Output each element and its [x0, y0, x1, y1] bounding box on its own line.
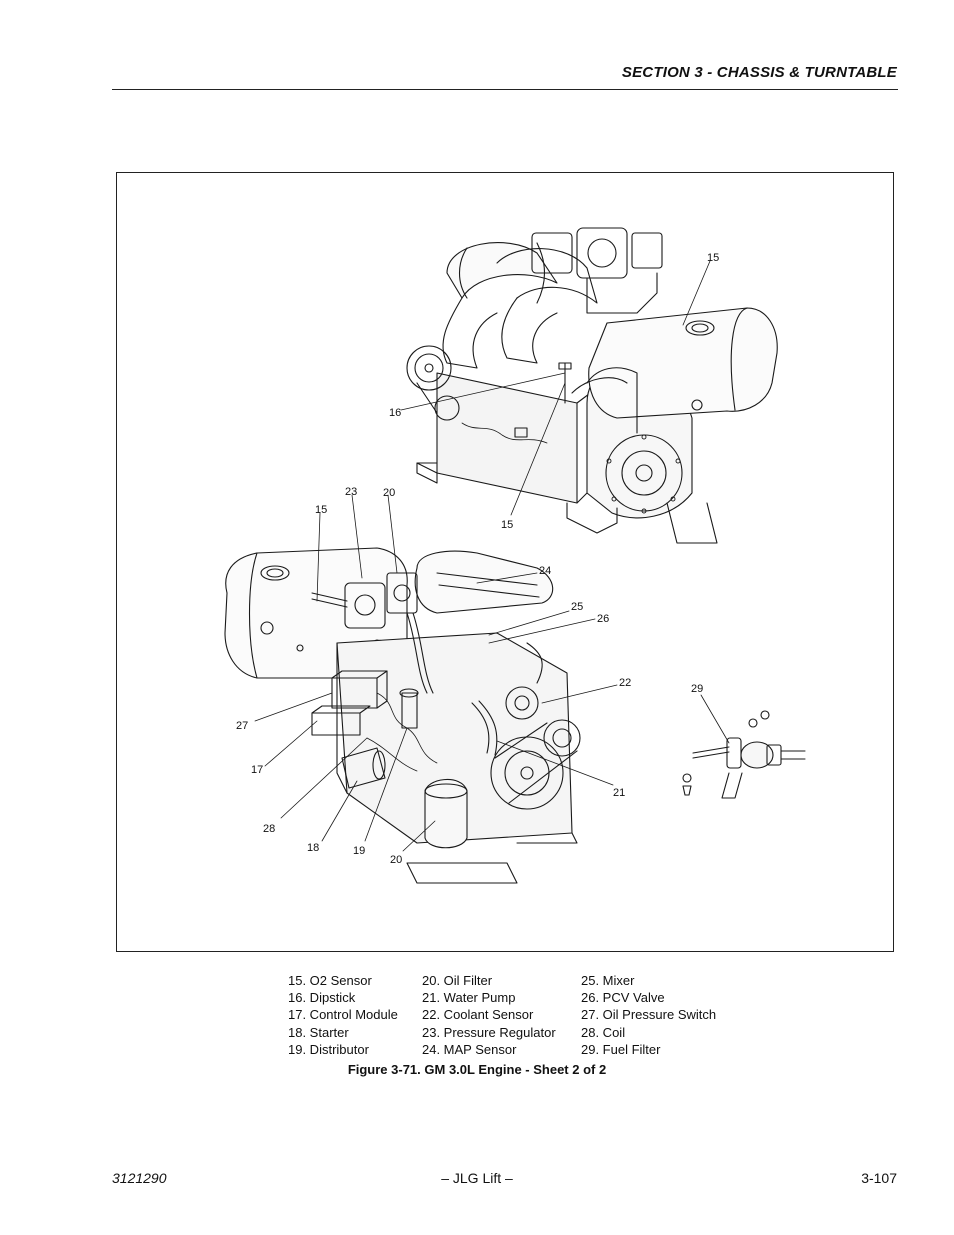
legend-item: 29. Fuel Filter — [581, 1041, 661, 1057]
callout-15-mid: 15 — [501, 519, 513, 531]
legend-item: 18. Starter — [288, 1024, 349, 1040]
callout-23: 23 — [345, 486, 357, 498]
callout-26: 26 — [597, 613, 609, 625]
callout-27: 27 — [236, 720, 248, 732]
lower-engine-drawing — [224, 547, 581, 884]
callout-17: 17 — [251, 764, 263, 776]
header-rule — [112, 89, 898, 90]
callout-25: 25 — [571, 601, 583, 613]
leader-lines — [254, 260, 730, 852]
figure-caption: Figure 3-71. GM 3.0L Engine - Sheet 2 of… — [347, 1062, 607, 1077]
callout-16: 16 — [389, 407, 401, 419]
legend-item: 28. Coil — [581, 1024, 626, 1040]
page-number: 3-107 — [861, 1170, 897, 1186]
legend-item: 17. Control Module — [288, 1007, 398, 1023]
legend-item: 16. Dipstick — [288, 990, 356, 1006]
legend-column-2: 20. Oil Filter 21. Water Pump 22. Coolan… — [422, 972, 556, 1058]
callout-15-top: 15 — [707, 252, 719, 264]
doc-number: 3121290 — [112, 1170, 167, 1186]
callout-21: 21 — [613, 787, 625, 799]
callout-22: 22 — [619, 677, 631, 689]
legend-item: 26. PCV Valve — [581, 990, 665, 1006]
callout-20-bottom: 20 — [390, 854, 402, 866]
legend-item: 24. MAP Sensor — [422, 1041, 517, 1057]
legend-column-1: 15. O2 Sensor 16. Dipstick 17. Control M… — [288, 972, 398, 1058]
footer-brand: – JLG Lift – — [441, 1170, 513, 1186]
callout-24: 24 — [539, 565, 551, 577]
legend-column-3: 25. Mixer 26. PCV Valve 27. Oil Pressure… — [581, 972, 716, 1058]
legend-item: 22. Coolant Sensor — [422, 1007, 534, 1023]
legend-item: 20. Oil Filter — [422, 973, 493, 988]
engine-illustration: 15 16 15 23 20 15 24 25 26 22 29 27 17 2… — [224, 227, 806, 884]
callout-18: 18 — [307, 842, 319, 854]
callout-28: 28 — [263, 823, 275, 835]
figure-frame: 15 16 15 23 20 15 24 25 26 22 29 27 17 2… — [116, 172, 894, 952]
callout-19: 19 — [353, 845, 365, 857]
upper-engine-drawing — [406, 227, 778, 544]
callout-20-top: 20 — [383, 487, 395, 499]
legend-item: 23. Pressure Regulator — [422, 1024, 556, 1040]
legend-item: 25. Mixer — [581, 973, 635, 988]
legend-item: 27. Oil Pressure Switch — [581, 1007, 717, 1023]
callout-29: 29 — [691, 683, 703, 695]
callout-15-left: 15 — [315, 504, 327, 516]
legend-item: 15. O2 Sensor — [288, 973, 372, 988]
fuel-filter-drawing — [682, 710, 806, 799]
legend-item: 21. Water Pump — [422, 990, 516, 1006]
legend-item: 19. Distributor — [288, 1041, 369, 1057]
section-title: SECTION 3 - CHASSIS & TURNTABLE — [621, 64, 897, 81]
